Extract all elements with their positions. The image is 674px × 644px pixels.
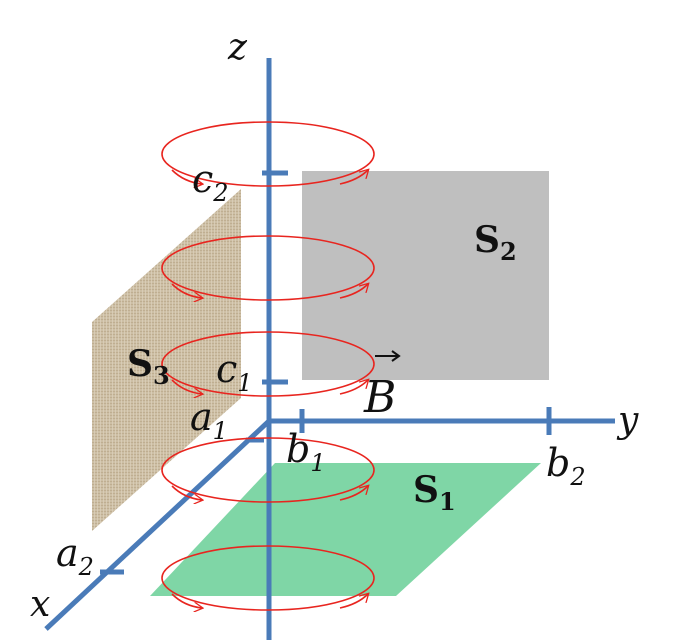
tick-label-c2: c2 [192, 157, 229, 207]
tick-label-a2: a2 [56, 531, 94, 581]
arrow-icon [339, 594, 368, 609]
axis-label-x: x [30, 584, 50, 625]
field-loop [161, 235, 375, 301]
tick-label-b1: b1 [286, 427, 326, 477]
field-label-b: B [363, 372, 396, 423]
arrow-icon [171, 379, 202, 394]
field-arrows [171, 169, 368, 609]
arrow-icon [171, 593, 202, 608]
arrow-icon [171, 485, 202, 500]
field-loop [161, 545, 375, 611]
tick-label-c1: c1 [216, 347, 253, 397]
tick-label-a1: a1 [190, 395, 228, 445]
axis-label-z: z [227, 27, 248, 68]
tick-label-b2: b2 [546, 441, 586, 491]
arrow-icon [171, 169, 202, 184]
arrow-icon [339, 380, 368, 395]
field-loop [161, 437, 375, 503]
vector-arrow-icon [375, 350, 401, 362]
field-loop [161, 331, 375, 397]
surface-label-s1: S1 [413, 469, 456, 516]
surface-s2 [302, 171, 549, 380]
surface-label-s3: S3 [127, 343, 170, 390]
surface-s1 [150, 463, 541, 596]
axis-label-y: y [616, 400, 639, 441]
arrow-icon [171, 283, 202, 298]
surface-label-s2: S2 [474, 219, 517, 266]
surface-s3 [92, 189, 241, 531]
x-axis [44, 419, 271, 631]
arrow-icon [339, 486, 368, 501]
field-loops [161, 121, 375, 611]
arrow-icon [339, 170, 368, 185]
arrow-icon [339, 284, 368, 299]
field-loop [161, 121, 375, 187]
